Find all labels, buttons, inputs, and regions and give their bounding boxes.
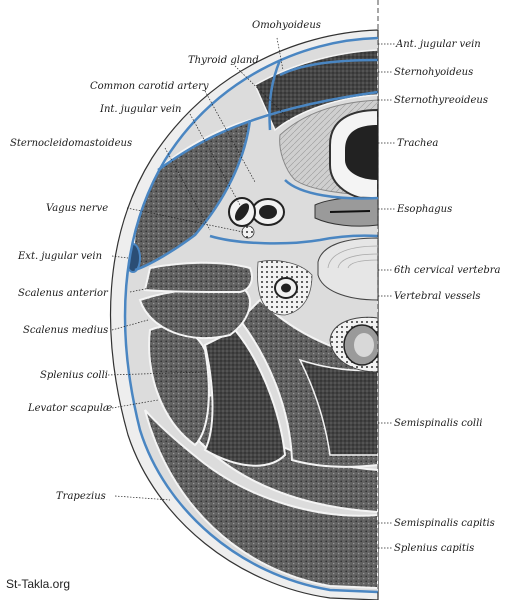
label-levator-scapulae: Levator scapulæ	[27, 403, 112, 414]
label-thyroid-gland: Thyroid gland	[188, 55, 259, 66]
label-int-jugular-vein: Int. jugular vein	[99, 104, 181, 115]
label-scalenus-medius: Scalenus medius	[23, 325, 108, 336]
label-ant-jugular-vein: Ant. jugular vein	[395, 39, 481, 50]
label-sternohyoideus: Sternohyoideus	[394, 67, 473, 78]
label-semispinalis-colli: Semispinalis colli	[394, 418, 483, 429]
label-omohyoideus: Omohyoideus	[252, 20, 321, 31]
watermark: St-Takla.org	[6, 577, 70, 591]
trapezius-muscle	[144, 409, 378, 590]
label-6th-cervical-vertebra: 6th cervical vertebra	[394, 265, 501, 276]
label-scalenus-anterior: Scalenus anterior	[18, 288, 109, 299]
label-semispinalis-capitis: Semispinalis capitis	[394, 518, 495, 529]
label-trachea: Trachea	[397, 138, 438, 149]
fascia-lines	[123, 36, 379, 594]
sixth-cervical-vertebra	[317, 237, 378, 301]
label-splenius-capitis: Splenius capitis	[394, 543, 474, 554]
label-ext-jugular-vein: Ext. jugular vein	[17, 251, 102, 262]
label-trapezius: Trapezius	[56, 491, 106, 502]
semispinalis-colli-muscle	[298, 358, 378, 456]
label-sternocleidomastoideus: Sternocleidomastoideus	[10, 138, 132, 149]
label-esophagus: Esophagus	[396, 204, 452, 215]
splenius-colli-muscle	[203, 328, 287, 467]
label-common-carotid-artery: Common carotid artery	[90, 81, 209, 92]
scalenus-anterior-muscle	[143, 261, 253, 294]
label-sternothyreoideus: Sternothyreoideus	[394, 95, 488, 106]
label-vertebral-vessels: Vertebral vessels	[394, 291, 481, 302]
label-vagus-nerve: Vagus nerve	[46, 203, 108, 214]
vagus-nerve	[241, 225, 255, 239]
leader-lines	[107, 37, 395, 549]
label-splenius-colli: Splenius colli	[40, 370, 108, 381]
